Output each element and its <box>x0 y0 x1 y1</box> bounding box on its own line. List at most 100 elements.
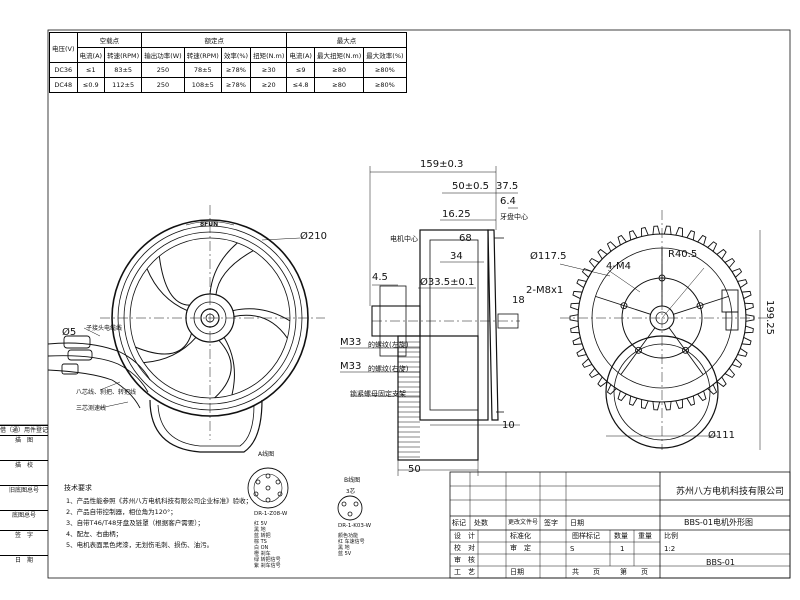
list-item: 棕 TS <box>254 539 267 545</box>
tb-value-qty: 1 <box>620 545 625 553</box>
list-item: 黑 地 <box>254 527 266 533</box>
chainring-tooth <box>741 290 752 299</box>
tb-label-process: 工 艺 <box>454 568 475 576</box>
dim-37-5: 37.5 <box>496 181 519 192</box>
connector-a-title: A线图 <box>258 451 275 458</box>
table-cell: 83±5 <box>104 62 143 78</box>
chainring-tooth <box>569 314 579 322</box>
callout-motor-center: 电机中心 <box>390 235 418 243</box>
tb-label-scale: 比例 <box>664 532 678 540</box>
dim-2-m8: 2-M8x1 <box>526 285 564 296</box>
connector-a-diagram <box>247 467 289 509</box>
side-view-section <box>340 166 520 476</box>
tech-notes-title: 技术要求 <box>64 484 92 492</box>
chainring-tooth <box>641 227 649 237</box>
table-cell: ≥20 <box>250 77 288 93</box>
dim-d5: Ø5 <box>62 327 77 338</box>
wheel-spoke <box>214 339 232 399</box>
connector-b-pin-list: 颜色功能红 车速信号黑 地蓝 5V <box>338 533 365 557</box>
tb-label-change-doc: 更改文件号 <box>508 519 539 526</box>
col-header: 转速(RPM) <box>104 47 143 63</box>
revision-strip-cell: 描 图 <box>0 435 48 460</box>
bolt-hole <box>696 302 704 310</box>
chainring-tooth <box>724 257 736 268</box>
tb-label-mark: 标记 <box>452 519 466 527</box>
dim-50: 50 <box>408 464 421 475</box>
tb-value-scale: 1:2 <box>664 545 676 553</box>
table-cell: ≥80 <box>313 62 365 78</box>
company-name: 苏州八方电机科技有限公司 <box>676 487 785 497</box>
chainring-tooth <box>588 257 600 268</box>
list-item: 红 车速信号 <box>338 539 365 545</box>
list-item: 紫 刹车信号 <box>254 563 281 569</box>
tb-label-check: 校 对 <box>454 544 475 552</box>
table-cell: ≥78% <box>220 77 252 93</box>
wheel-spoke <box>143 337 197 364</box>
bolt-hole <box>635 346 642 354</box>
wheel-spoke <box>209 242 238 295</box>
tb-label-approve: 审 定 <box>510 544 531 552</box>
callout-tooth-center: 牙盘中心 <box>500 213 528 221</box>
group-header-max: 最大点 <box>286 32 407 48</box>
col-header: 转速(RPM) <box>183 47 222 63</box>
chainring-tooth <box>663 401 672 411</box>
dim-d117-5: Ø117.5 <box>530 251 567 262</box>
chainring-tooth <box>707 384 718 395</box>
list-item: 蓝 转把 <box>254 533 271 539</box>
bolt-hole <box>682 346 689 354</box>
dim-50-tol: 50±0.5 <box>452 181 490 192</box>
chainring-tooth <box>707 241 718 252</box>
wheel-spoke <box>215 250 254 295</box>
chainring-tooth <box>675 399 683 409</box>
table-cell: ≤9 <box>286 62 315 78</box>
chainring-tooth <box>628 230 638 241</box>
chainring-tooth <box>617 234 627 246</box>
connector-b-part: DR-1-K03-W <box>338 523 372 529</box>
wheel-spoke <box>233 314 288 339</box>
spec-table: 电压(V) 空载点 额定点 最大点 电流(A) 转速(RPM) 输出功率(W) … <box>49 32 407 93</box>
table-cell: ≥80% <box>363 77 407 93</box>
tb-label-sheet: 第 页 <box>620 568 648 576</box>
chainring-tooth <box>731 358 743 368</box>
group-header-rated: 额定点 <box>141 32 288 48</box>
revision-strip-cell: 旧底图总号 <box>0 485 48 510</box>
dim-18: 18 <box>512 295 525 306</box>
list-item: 白 ON <box>254 545 269 551</box>
chainring-tooth <box>652 225 661 235</box>
table-cell: ≤4.8 <box>286 77 315 93</box>
chainring-tooth <box>617 390 627 402</box>
chainring-tooth <box>675 227 683 237</box>
table-cell: 250 <box>141 62 185 78</box>
callout-m33-left: 的螺纹(左旋) <box>368 341 409 349</box>
chainring-spoke <box>668 327 704 375</box>
tb-label-qty: 数量 <box>614 532 628 540</box>
callout-bracket: 锁紧螺母固定支架 <box>350 390 406 398</box>
callout-cable-brake: 八芯线、刹把、转把线 <box>76 389 137 396</box>
group-header-noload: 空载点 <box>76 32 143 48</box>
table-row: DC48 ≤0.9 112±5 250 108±5 ≥78% ≥20 ≤4.8 … <box>49 77 407 93</box>
tb-label-date: 日期 <box>570 519 584 527</box>
chainring-spoke <box>620 327 656 375</box>
chainring-tooth <box>716 376 727 388</box>
brand-logo-mark: 8FUN <box>200 221 219 228</box>
tb-label-sheets: 共 页 <box>572 568 600 576</box>
table-cell: ≤1 <box>76 62 106 78</box>
table-cell: 250 <box>141 77 185 93</box>
bolt-hole <box>620 302 628 310</box>
revision-strip-cell: 签 字 <box>0 530 48 555</box>
drawing-title: BBS-01电机外形图 <box>684 518 753 527</box>
chainring-tooth <box>572 337 583 346</box>
callout-cable-three: 三芯测速线 <box>76 405 107 412</box>
chainring-tooth <box>588 368 600 379</box>
list-item: 红 5V <box>254 521 268 527</box>
list-item: 5、电机表面黑色烤漆，无划伤毛刺、损伤、油污。 <box>66 541 214 549</box>
revision-strip-cell: 底图总号 <box>0 510 48 530</box>
col-header: 输出功率(W) <box>141 47 185 63</box>
list-item: 1、产品性能参照《苏州八方电机科技有限公司企业标准》验收； <box>66 497 253 505</box>
col-header: 电流(A) <box>286 47 315 63</box>
chainring-tooth <box>581 358 593 368</box>
tb-label-count: 处数 <box>474 519 488 527</box>
tb-label-weight: 重量 <box>638 532 652 540</box>
